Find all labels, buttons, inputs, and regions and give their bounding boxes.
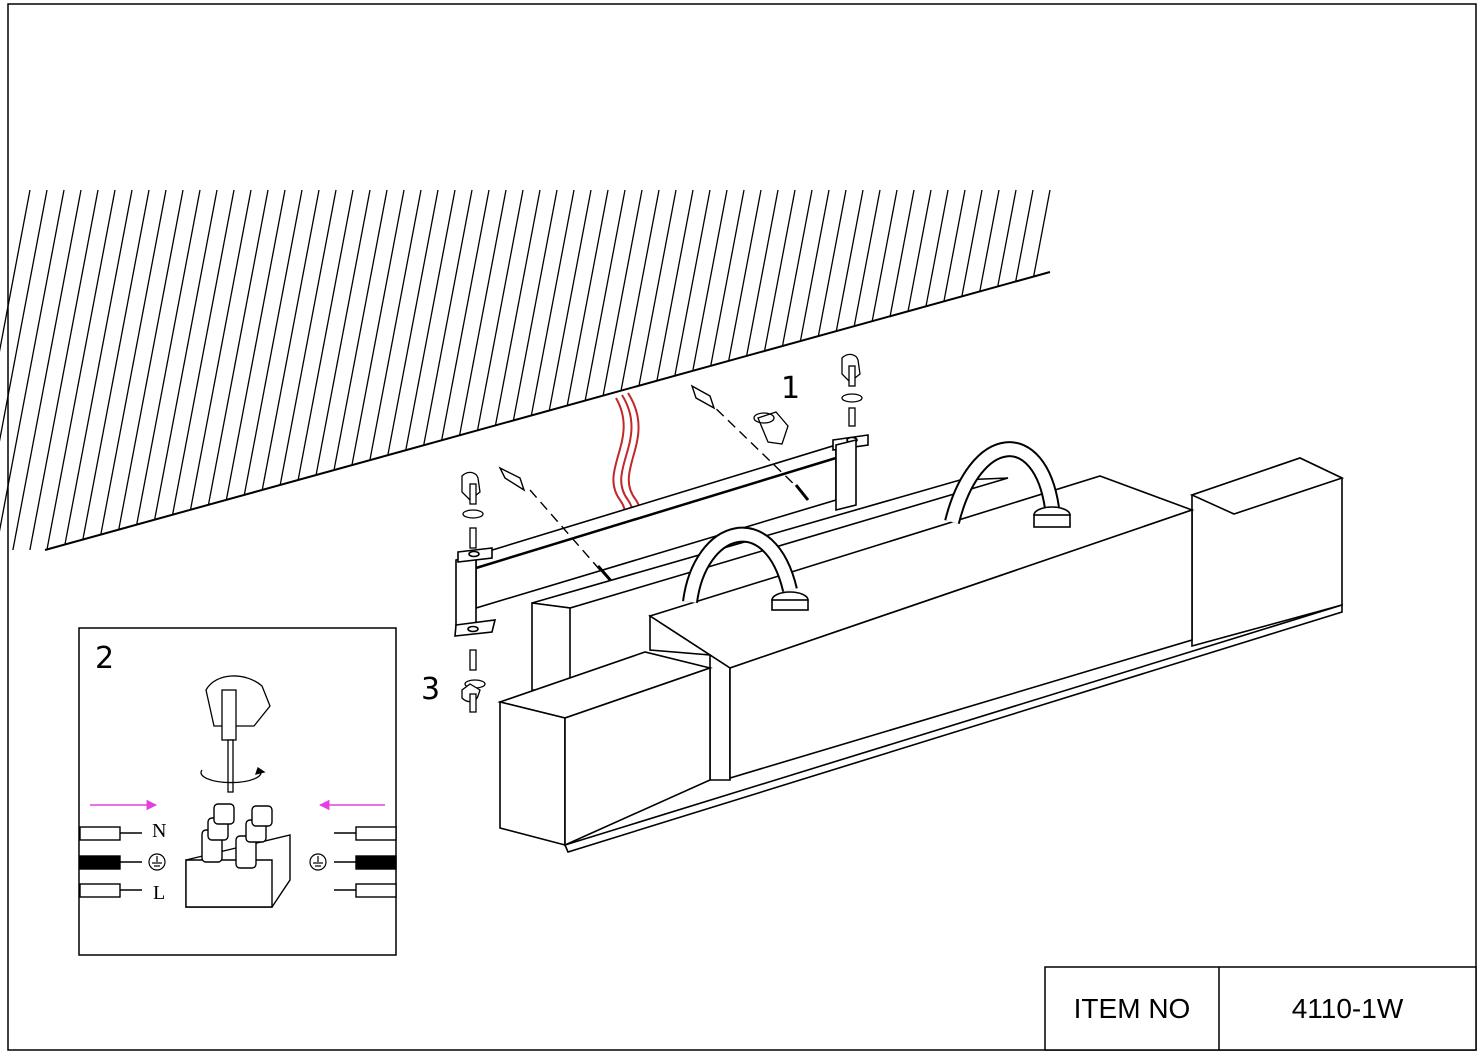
screwdriver-hand-icon xyxy=(200,675,271,793)
right-wires xyxy=(334,826,397,898)
left-wires xyxy=(79,826,142,898)
neutral-label: N xyxy=(152,820,167,842)
title-block xyxy=(1044,966,1477,1051)
item-no-value: 4110-1W xyxy=(1291,992,1404,1024)
item-no-label: ITEM NO xyxy=(1073,992,1191,1024)
wall-anchor-screws xyxy=(498,384,810,583)
step-1-label: 1 xyxy=(781,371,801,406)
ground-symbol-icon xyxy=(148,853,327,871)
mounting-bracket xyxy=(454,434,869,637)
step-3-label: 3 xyxy=(421,672,441,707)
terminal-block xyxy=(185,803,291,908)
luminaire-body xyxy=(497,441,1345,853)
wiring-inset xyxy=(78,627,397,956)
live-label: L xyxy=(153,882,166,904)
sheet-border xyxy=(7,3,1477,1051)
step-2-label: 2 xyxy=(95,641,115,676)
screwdriver-hand-icon xyxy=(461,353,863,713)
